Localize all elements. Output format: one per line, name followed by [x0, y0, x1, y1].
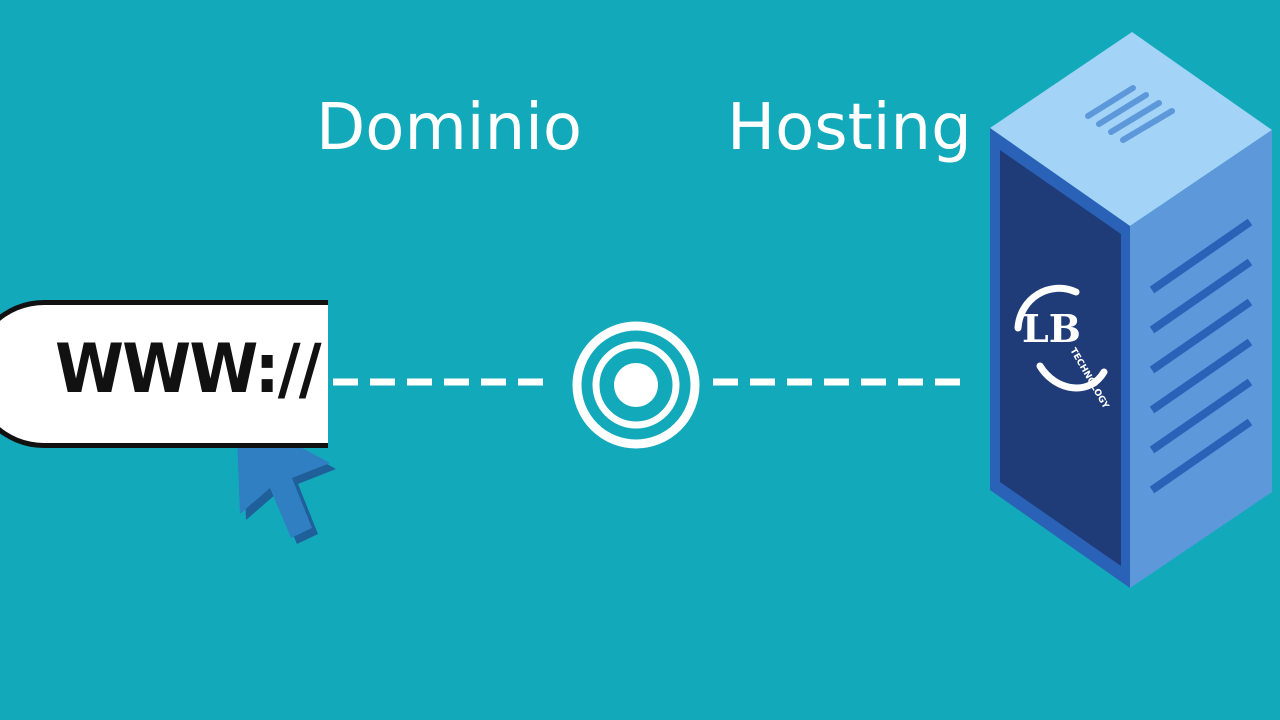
server-top-vents [1085, 85, 1175, 143]
hosting-label: Hosting [727, 91, 972, 165]
server-icon: LB TECHNOLOGY [990, 32, 1272, 588]
lb-logo-text: LB [1022, 306, 1081, 351]
target-icon [572, 321, 700, 449]
domain-label: Dominio [316, 91, 583, 165]
server-side [1130, 130, 1272, 588]
server-front-panel [1000, 150, 1121, 566]
server-top [990, 32, 1272, 226]
url-bar [0, 300, 328, 448]
url-bar-text: WWW:// [55, 330, 322, 409]
server-side-vents [1149, 218, 1253, 494]
